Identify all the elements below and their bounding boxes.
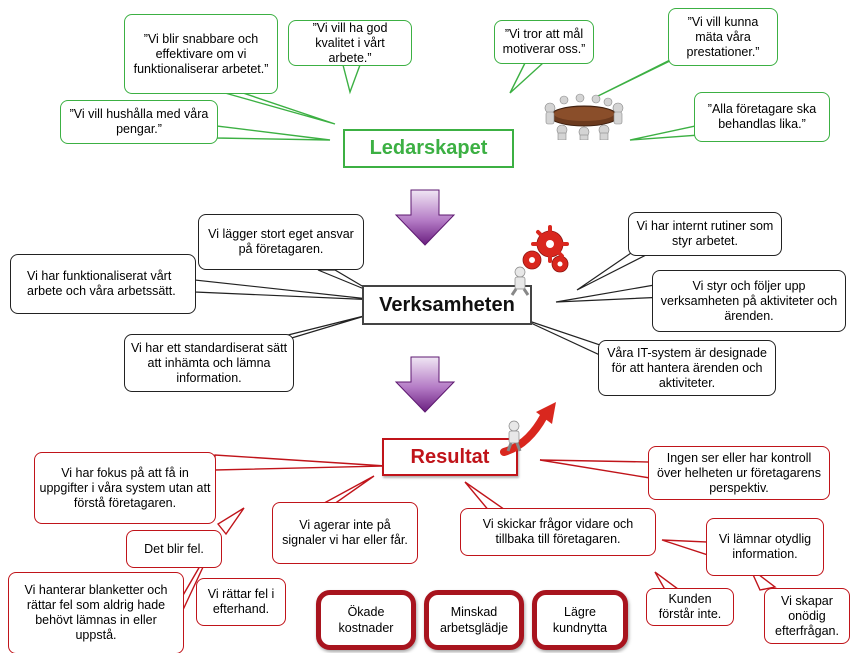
gears-figure-icon (510, 225, 569, 296)
meeting-table-icon (544, 93, 624, 140)
operations-statement-4: Vi har internt rutiner som styr arbetet. (628, 212, 782, 256)
pointer-green-1 (224, 92, 336, 125)
down-arrow-icon-2 (394, 356, 456, 413)
outcome-lower-customer-value: Lägre kundnytta (532, 590, 628, 650)
operations-statement-6: Våra IT-system är designade för att hant… (598, 340, 776, 396)
operations-statement-5: Vi styr och följer upp verksamheten på a… (652, 270, 846, 332)
rising-arrow-figure-icon (500, 402, 556, 456)
section-title-operations: Verksamheten (362, 285, 532, 325)
pointer-red-7 (661, 539, 709, 556)
outcome-increased-costs: Ökade kostnader (316, 590, 416, 650)
result-observation-8: Vi lämnar otydlig information. (706, 518, 824, 576)
pointer-green-3 (509, 62, 545, 94)
leadership-quote-2: ”Vi vill ha god kvalitet i vårt arbete.” (288, 20, 412, 66)
result-observation-7: Vi skickar frågor vidare och tillbaka ti… (460, 508, 656, 556)
leadership-quote-3: ”Vi tror att mål motiverar oss.” (494, 20, 594, 64)
outcome-reduced-job-satisfaction: Minskad arbetsglädje (424, 590, 524, 650)
leadership-quote-1: ”Vi blir snabbare och effektivare om vi … (124, 14, 278, 94)
operations-statement-2: Vi har funktionaliserat vårt arbete och … (10, 254, 196, 314)
section-title-result: Resultat (382, 438, 518, 476)
result-observation-2: Det blir fel. (126, 530, 222, 568)
result-observation-6: Ingen ser eller har kontroll över helhet… (648, 446, 830, 500)
leadership-quote-4: ”Vi vill kunna mäta våra prestationer.” (668, 8, 778, 66)
result-observation-3: Vi hanterar blanketter och rättar fel so… (8, 572, 184, 653)
pointer-green-5 (216, 125, 331, 141)
down-arrow-icon-1 (394, 189, 456, 246)
pointer-green-6 (629, 124, 701, 141)
pointer-green-2 (342, 64, 362, 95)
result-observation-1: Vi har fokus på att få in uppgifter i vå… (34, 452, 216, 524)
result-observation-5: Vi agerar inte på signaler vi har eller … (272, 502, 418, 564)
pointer-red-5 (539, 459, 651, 479)
pointer-red-2 (216, 507, 245, 536)
result-observation-4: Vi rättar fel i efterhand. (196, 578, 286, 626)
pointer-red-1 (214, 454, 387, 471)
leadership-quote-5: ”Vi vill hushålla med våra pengar.” (60, 100, 218, 144)
result-observation-9: Kunden förstår inte. (646, 588, 734, 626)
operations-statement-3: Vi har ett standardiserat sätt att inhäm… (124, 334, 294, 392)
pointer-black-1 (317, 269, 375, 294)
section-title-leadership: Ledarskapet (343, 129, 514, 168)
leadership-quote-6: ”Alla företagare ska behandlas lika.” (694, 92, 830, 142)
operations-statement-1: Vi lägger stort eget ansvar på företagar… (198, 214, 364, 270)
result-observation-10: Vi skapar onödig efterfrågan. (764, 588, 850, 644)
